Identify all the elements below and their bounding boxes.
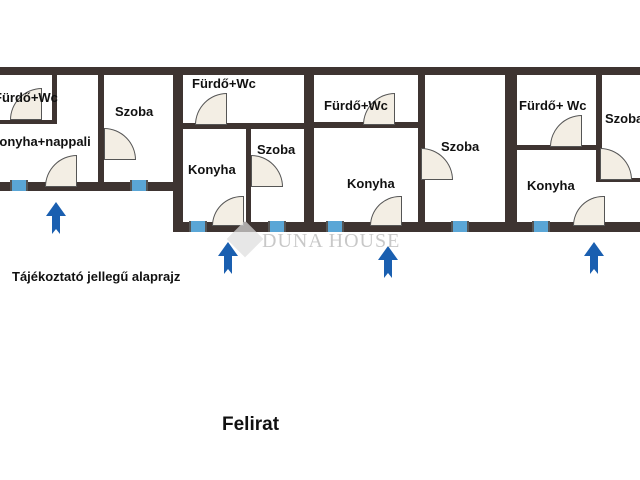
entrance-arrow-icon (584, 242, 604, 274)
wall (505, 75, 517, 222)
window (326, 221, 344, 232)
wall (0, 120, 57, 124)
entrance-arrow-icon (378, 246, 398, 278)
room-label: Szoba (257, 142, 296, 157)
room-label: Szoba (605, 111, 640, 126)
wall (98, 75, 104, 185)
entrance-arrow-icon (46, 202, 66, 234)
wall (173, 222, 640, 232)
window (130, 180, 148, 191)
wall (517, 145, 599, 150)
room-label: Fürdő+ Wc (519, 98, 587, 113)
wall (246, 129, 251, 222)
wall (596, 178, 640, 182)
door (212, 196, 244, 226)
wall (304, 75, 314, 222)
wall (0, 67, 640, 75)
door (45, 155, 77, 187)
room-label: Szoba (115, 104, 154, 119)
room-label: Konyha+nappali (0, 134, 91, 149)
door (573, 196, 605, 226)
door (251, 155, 283, 187)
window (451, 221, 469, 232)
plan-note: Tájékoztató jellegű alaprajz (12, 269, 181, 284)
room-label: Fürdő+Wc (324, 98, 388, 113)
room-label: Fürdő+Wc (0, 90, 58, 105)
wall (596, 75, 602, 182)
window (189, 221, 207, 232)
wall (183, 123, 305, 129)
watermark-text: DUNA HOUSE (262, 230, 401, 252)
door (195, 93, 227, 125)
room-label: Fürdő+Wc (192, 76, 256, 91)
wall (52, 75, 57, 124)
wall (0, 182, 183, 191)
room-label: Konyha (347, 176, 395, 191)
wall (314, 122, 420, 128)
caption: Felirat (222, 414, 280, 435)
door (370, 196, 402, 226)
room-label: Konyha (527, 178, 575, 193)
door (104, 128, 136, 160)
entrance-arrow-icon (218, 242, 238, 274)
window (268, 221, 286, 232)
window (10, 180, 28, 191)
wall (173, 75, 183, 232)
door (550, 115, 582, 147)
window (532, 221, 550, 232)
door (600, 148, 632, 180)
room-label: Szoba (441, 139, 480, 154)
room-label: Konyha (188, 162, 236, 177)
